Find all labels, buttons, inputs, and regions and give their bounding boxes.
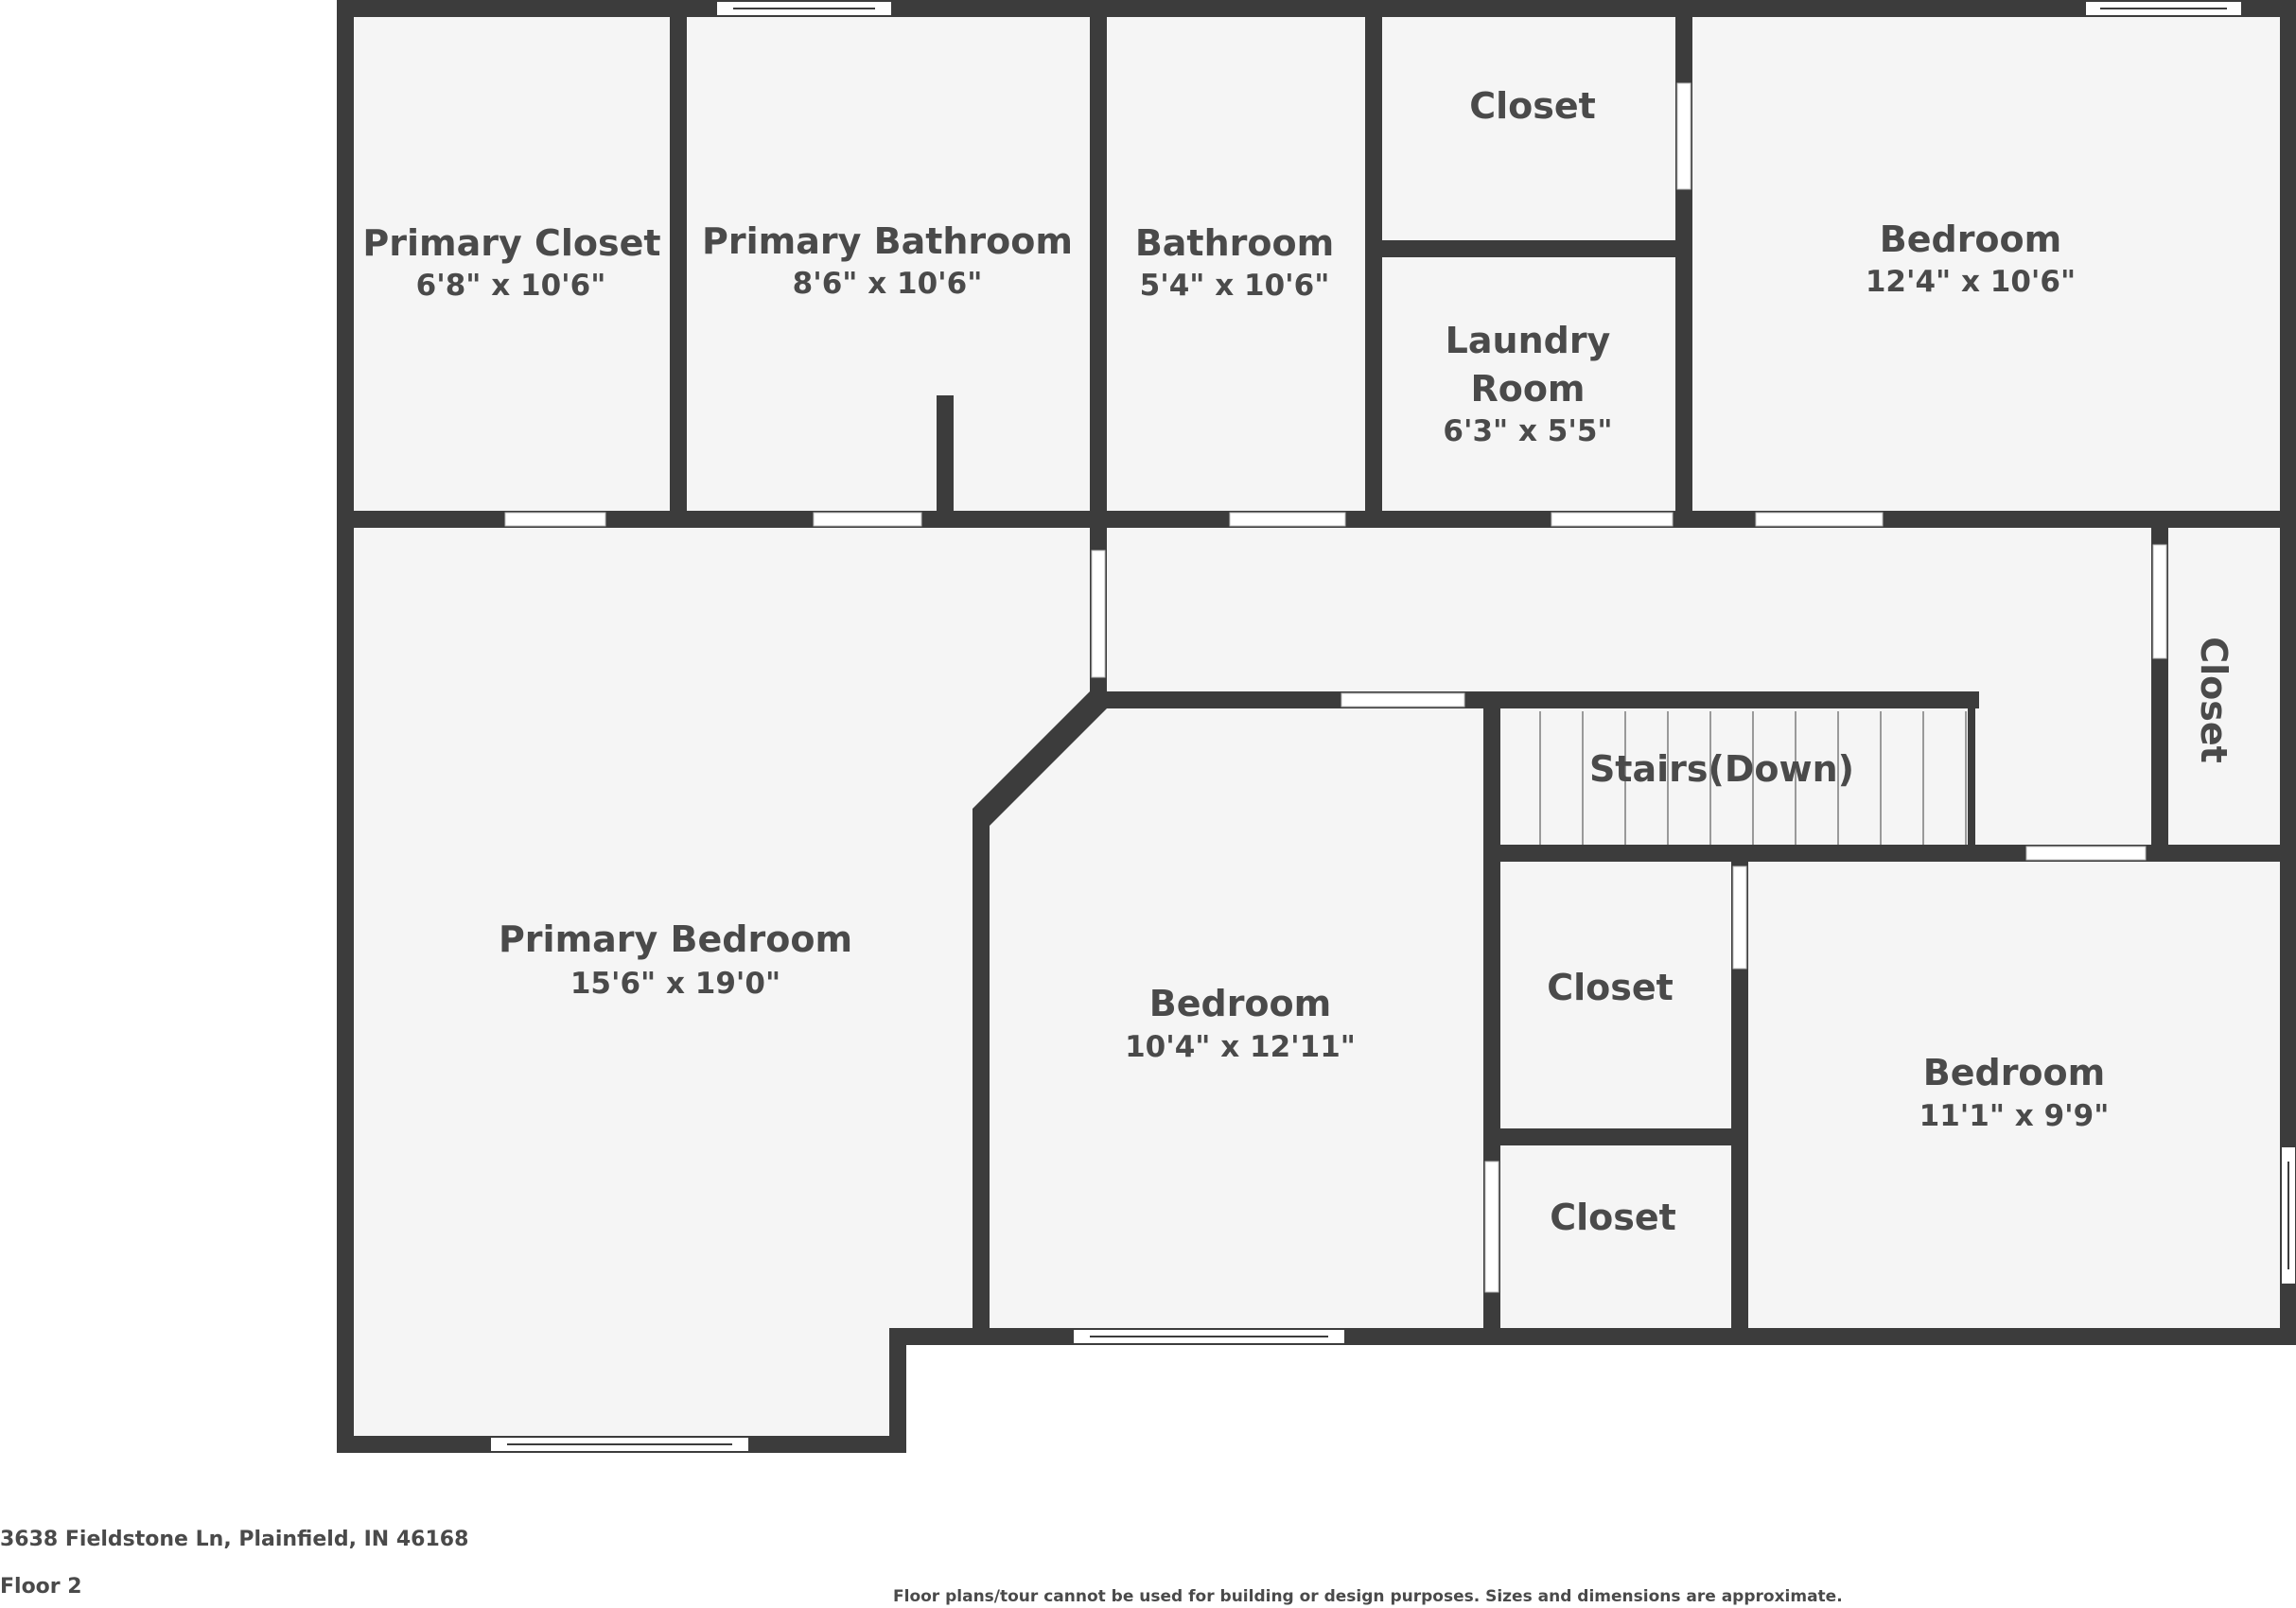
disclaimer-text: Floor plans/tour cannot be used for buil… [893, 1587, 1843, 1606]
dim-bedroom-ne: 12'4" x 10'6" [1866, 265, 2076, 299]
door-openings [504, 82, 2167, 1293]
floor-label: Floor 2 [0, 1575, 82, 1599]
floor-fill [337, 9, 2287, 1449]
label-bathroom: Bathroom [1135, 222, 1334, 264]
stairs-rail [1968, 705, 1975, 851]
label-closet-mid: Closet [1547, 967, 1674, 1008]
label-laundry-room-line1: Laundry [1446, 320, 1611, 361]
windows [489, 0, 2296, 1453]
dim-primary-bathroom: 8'6" x 10'6" [793, 267, 983, 301]
label-bedroom-se: Bedroom [1923, 1052, 2106, 1093]
dim-bedroom-se: 11'1" x 9'9" [1919, 1099, 2110, 1133]
label-primary-bedroom: Primary Bedroom [499, 918, 852, 960]
label-bedroom-center: Bedroom [1149, 983, 1332, 1024]
room-labels: Primary Closet 6'8" x 10'6" Primary Bath… [362, 85, 2235, 1238]
label-stairs-down: Stairs(Down) [1589, 748, 1854, 790]
stair-treads [1539, 711, 1967, 845]
dim-primary-bedroom: 15'6" x 19'0" [570, 967, 780, 1001]
property-address: 3638 Fieldstone Ln, Plainfield, IN 46168 [0, 1528, 469, 1551]
dim-laundry-room: 6'3" x 5'5" [1443, 414, 1612, 448]
label-laundry-room-line2: Room [1470, 368, 1585, 410]
dim-bedroom-center: 10'4" x 12'11" [1125, 1030, 1356, 1064]
label-closet-low: Closet [1550, 1197, 1676, 1238]
label-primary-closet: Primary Closet [362, 222, 660, 264]
label-closet-right: Closet [2193, 637, 2235, 763]
dim-bathroom: 5'4" x 10'6" [1140, 269, 1330, 303]
label-closet-top: Closet [1469, 85, 1596, 127]
dim-primary-closet: 6'8" x 10'6" [416, 269, 606, 303]
label-bedroom-ne: Bedroom [1880, 218, 2062, 260]
label-primary-bathroom: Primary Bathroom [702, 220, 1073, 262]
